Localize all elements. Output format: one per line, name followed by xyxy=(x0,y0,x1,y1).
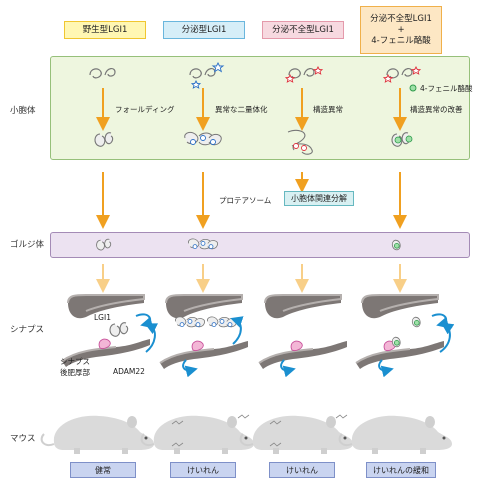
pba-legend-icon xyxy=(409,84,417,92)
header-secreted-type-label: 分泌型LGI1 xyxy=(181,24,227,35)
label-structural-improvement: 構造異常の改善 xyxy=(410,105,463,114)
erad-box-label: 小胞体関連分解 xyxy=(291,194,347,203)
header-deficient-plus-pba-line2: + xyxy=(397,24,405,35)
label-psd-line2: 後肥厚部 xyxy=(60,368,90,377)
label-folding: フォールディング xyxy=(115,105,175,114)
outcome-seizure-secreted-label: けいれん xyxy=(187,465,219,475)
outcome-seizure-relief-label: けいれんの緩和 xyxy=(373,465,429,475)
label-abnormal-dimer: 異常な二量体化 xyxy=(215,105,268,114)
proteasome-label: プロテアソーム xyxy=(219,196,272,205)
header-deficient-plus-pba: 分泌不全型LGI1 + 4-フェニル酪酸 xyxy=(360,6,442,54)
label-structural-abnormality: 構造異常 xyxy=(313,105,343,114)
header-deficient-plus-pba-line3: 4-フェニル酪酸 xyxy=(371,35,431,46)
erad-box: 小胞体関連分解 xyxy=(284,191,354,206)
label-pba-legend: 4-フェニル酪酸 xyxy=(420,84,473,93)
header-wild-type: 野生型LGI1 xyxy=(64,21,146,39)
label-lgi1: LGI1 xyxy=(94,313,111,322)
outcome-seizure-secreted: けいれん xyxy=(170,462,236,478)
header-wild-type-label: 野生型LGI1 xyxy=(82,24,128,35)
outcome-seizure-relief: けいれんの緩和 xyxy=(366,462,436,478)
label-psd-line1: シナプス xyxy=(60,357,90,366)
outcome-healthy: 健常 xyxy=(70,462,136,478)
outcome-seizure-deficient-label: けいれん xyxy=(286,465,318,475)
header-secretion-deficient-label: 分泌不全型LGI1 xyxy=(272,24,334,35)
row-label-mouse: マウス xyxy=(10,434,36,444)
row-label-er: 小胞体 xyxy=(10,106,36,116)
row-label-synapse: シナプス xyxy=(10,325,45,335)
header-secretion-deficient: 分泌不全型LGI1 xyxy=(262,21,344,39)
golgi-panel xyxy=(50,232,470,258)
header-secreted-type: 分泌型LGI1 xyxy=(163,21,245,39)
outcome-healthy-label: 健常 xyxy=(95,465,111,475)
label-adam22: ADAM22 xyxy=(113,367,145,376)
outcome-seizure-deficient: けいれん xyxy=(269,462,335,478)
row-label-golgi: ゴルジ体 xyxy=(10,240,45,250)
header-deficient-plus-pba-line1: 分泌不全型LGI1 xyxy=(370,13,432,24)
